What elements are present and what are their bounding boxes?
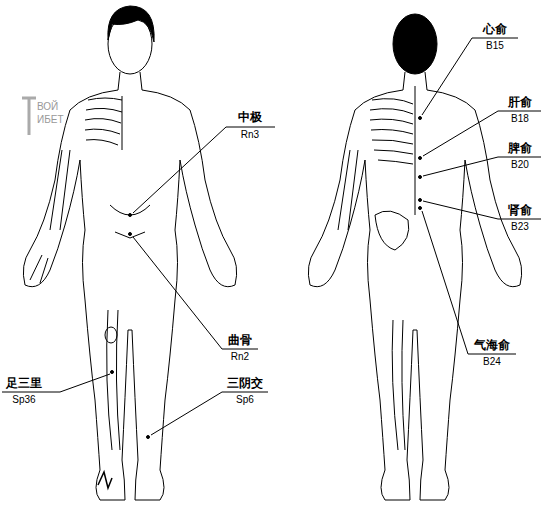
point-code: B18 [510, 113, 530, 125]
point-code: Rn2 [230, 351, 250, 363]
point-code: Sp36 [11, 394, 36, 406]
point-code: B23 [510, 221, 530, 233]
watermark-logo [22, 98, 36, 135]
watermark: ВОЙ [36, 101, 59, 113]
point-name: 曲骨 [227, 333, 253, 347]
point-name: 心俞 [482, 22, 508, 36]
point-name: 肾俞 [507, 203, 533, 217]
point-code: B15 [485, 40, 505, 52]
point-code: Rn3 [240, 129, 260, 141]
front-figure [23, 6, 236, 500]
point-name: 肝俞 [507, 95, 533, 109]
point-name: 中极 [237, 110, 263, 124]
point-name: 脾俞 [507, 141, 533, 155]
point-code: B24 [482, 356, 502, 368]
point-name: 气海俞 [473, 338, 511, 352]
point-name: 足三里 [5, 376, 43, 390]
point-name: 三阴交 [226, 376, 264, 390]
leader-lines [2, 38, 541, 435]
watermark: ИБЕТ [36, 114, 65, 126]
point-code: B20 [510, 159, 530, 171]
back-figure [308, 14, 521, 500]
point-code: Sp6 [235, 394, 255, 406]
